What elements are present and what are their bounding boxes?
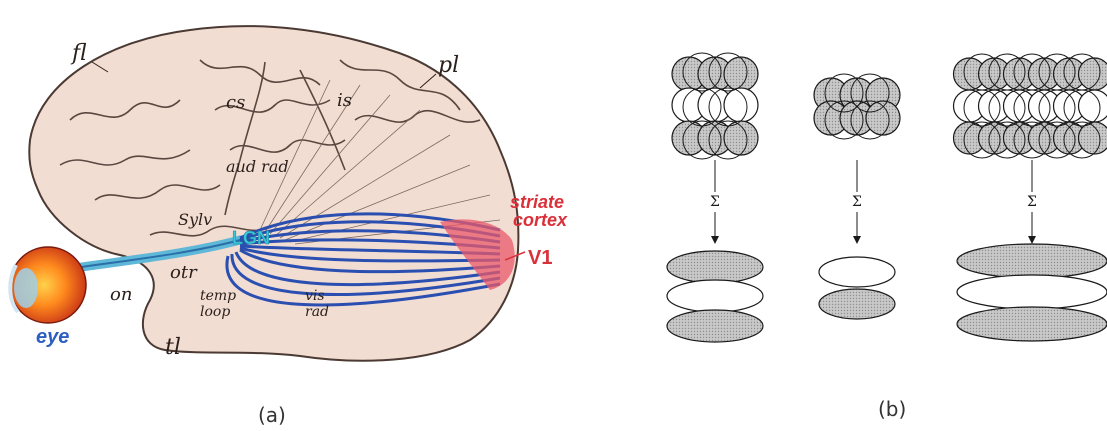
output-ellipse-c3-3 [957, 307, 1107, 341]
label-rad: rad [305, 304, 329, 320]
output-ellipse-c1-2 [667, 280, 763, 312]
label-fl: fl [70, 41, 87, 66]
label-striate: striate [510, 192, 564, 212]
sum-symbol-c1: Σ [710, 194, 720, 210]
output-ellipse-c1-1 [667, 251, 763, 283]
rf-circle-c3-r1-6 [1079, 58, 1107, 90]
sum-symbol-c3: Σ [1027, 194, 1037, 210]
label-v1: V1 [528, 247, 552, 269]
label-vis: vis [305, 288, 325, 304]
label-temp: temp [200, 288, 236, 304]
sum-arrowhead-c3 [1028, 236, 1036, 244]
label-aud-rad: aud rad [226, 157, 289, 176]
caption-b: (b) [878, 397, 906, 421]
rf-circle-c3-r2-6 [1079, 90, 1107, 122]
output-ellipse-c1-3 [667, 310, 763, 342]
label-eye: eye [36, 326, 69, 348]
label-lgn: LGN [232, 228, 270, 248]
label-cortex: cortex [513, 210, 568, 230]
rf-circle-c3-r3-6 [1079, 122, 1107, 154]
sum-arrowhead-c1 [711, 236, 719, 244]
label-otr: otr [170, 262, 198, 283]
label-sylv: Sylv [178, 210, 212, 229]
caption-a: (a) [258, 403, 286, 427]
output-ellipse-c2-2 [819, 289, 895, 319]
label-pl: pl [438, 53, 459, 78]
output-ellipse-c3-2 [957, 275, 1107, 309]
label-tl: tl [165, 335, 181, 360]
sum-symbol-c2: Σ [852, 194, 862, 210]
label-is: is [337, 90, 352, 111]
label-cs: cs [226, 92, 245, 113]
eye-illustration [10, 247, 86, 323]
output-ellipse-c2-1 [819, 257, 895, 287]
sum-arrowhead-c2 [853, 236, 861, 244]
label-loop: loop [200, 304, 230, 320]
label-on: on [110, 284, 132, 305]
brain-illustration: fl pl cs is aud rad Sylv otr on temp loo… [10, 26, 568, 361]
output-ellipse-c3-1 [957, 244, 1107, 278]
